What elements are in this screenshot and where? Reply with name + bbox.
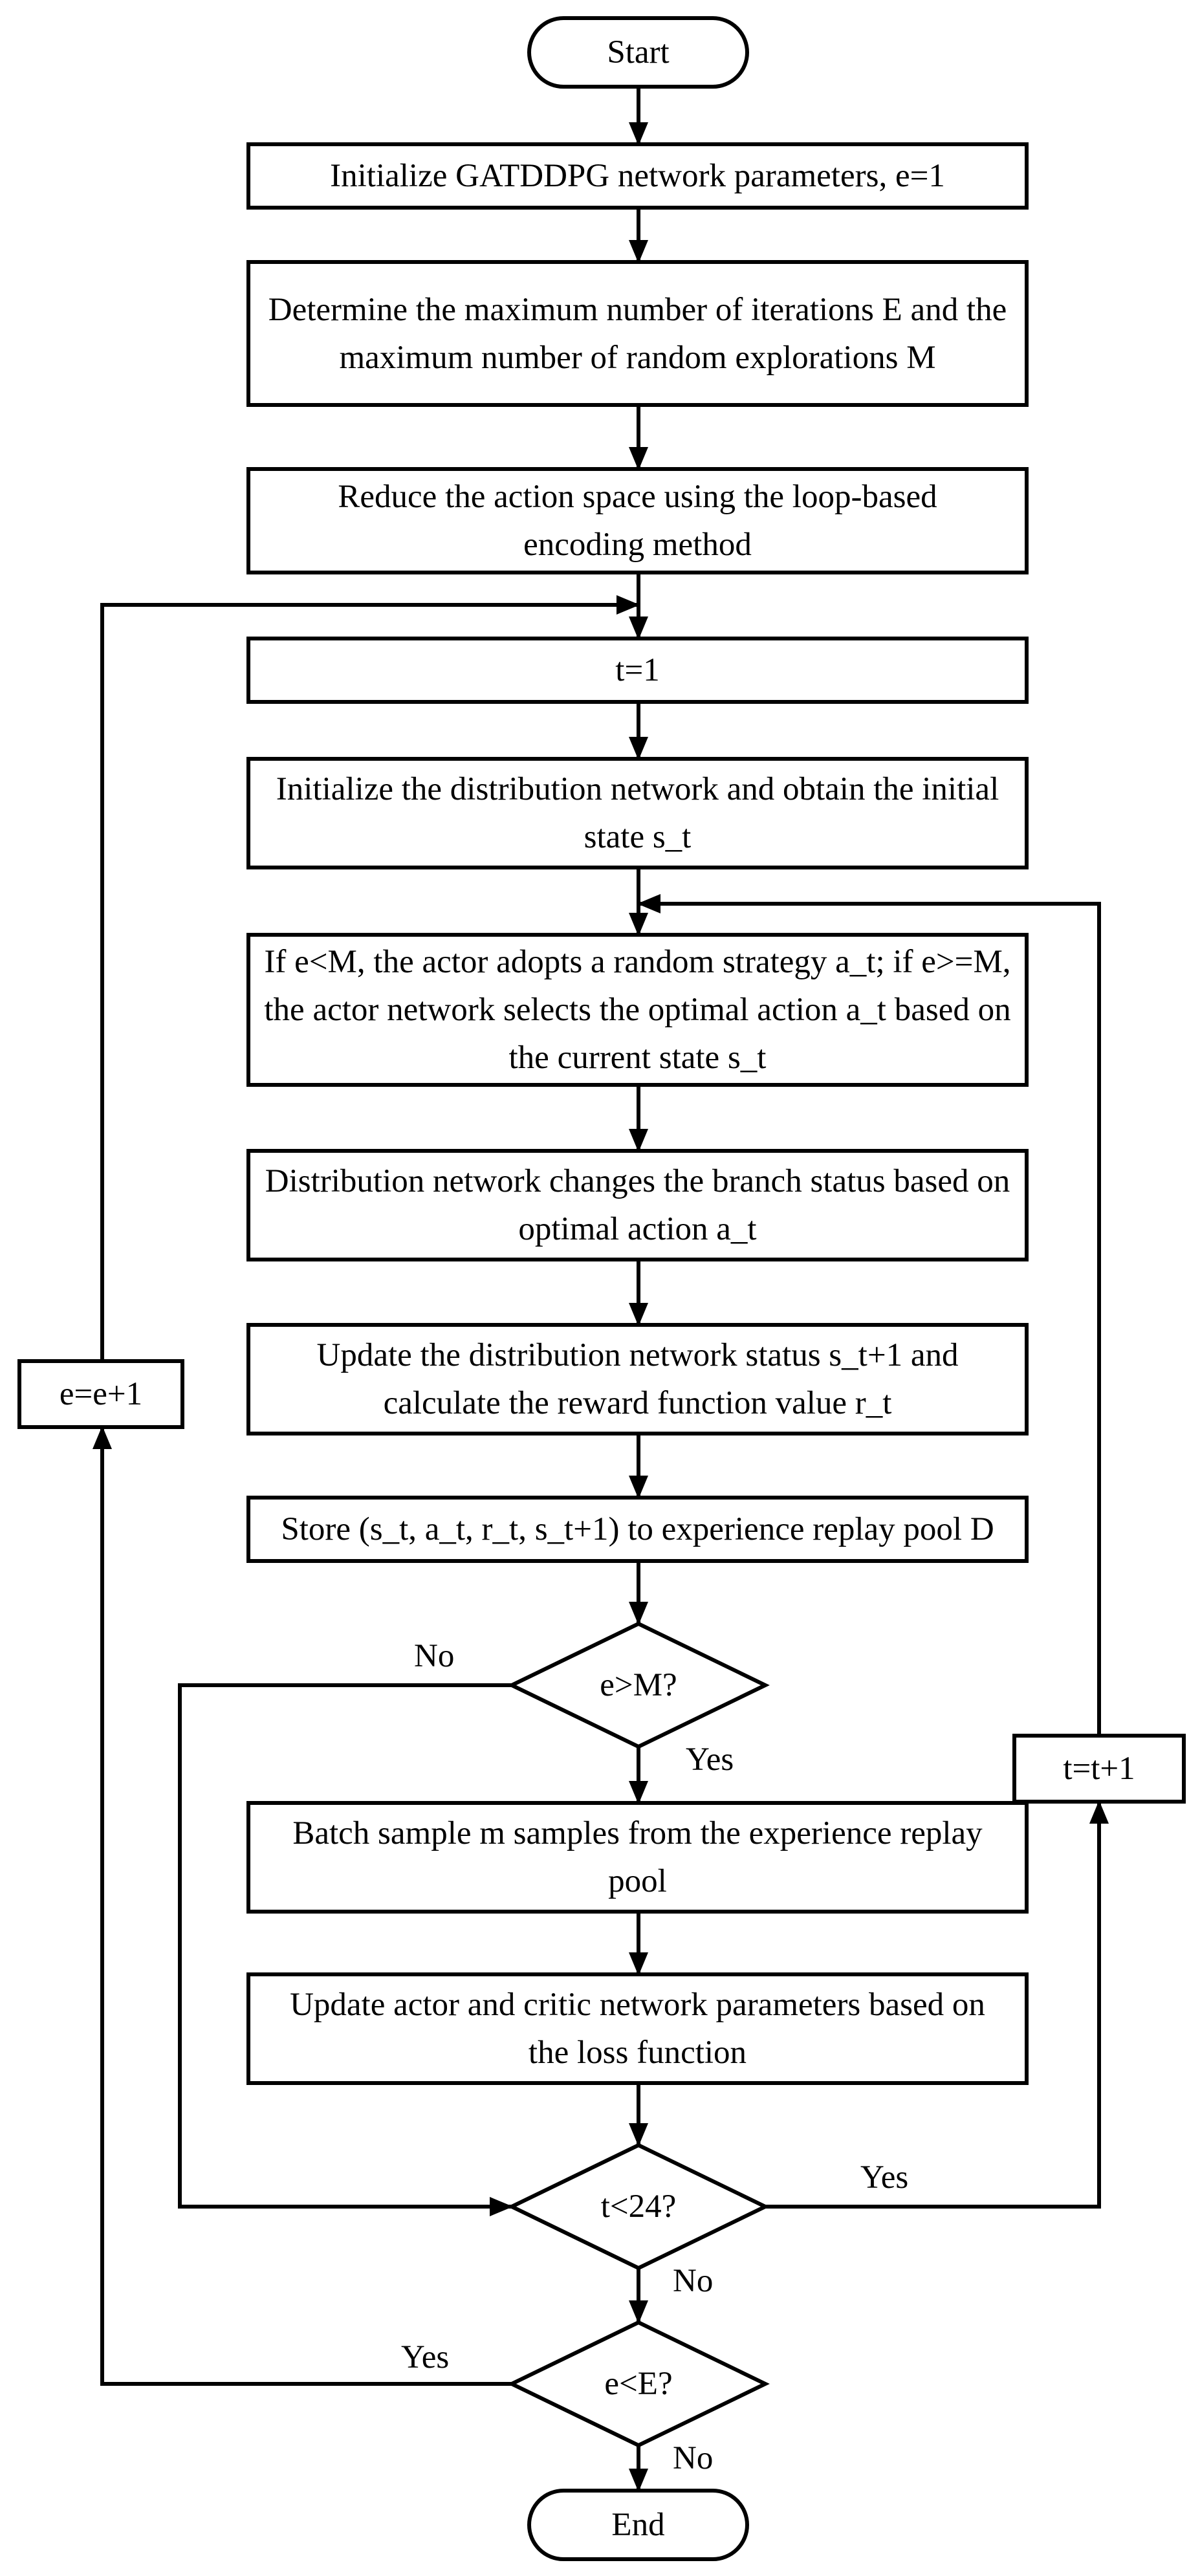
- t-init-label: t=1: [248, 639, 1027, 702]
- t-lt-24-text: t<24?: [600, 2189, 677, 2225]
- edge-label-t-lt-24-no: No: [673, 2263, 714, 2299]
- batch-sample-box: [246, 1801, 1029, 1914]
- update-actor-critic-text: Update actor and critic network paramete…: [290, 1987, 985, 2071]
- end-label: End: [529, 2491, 747, 2559]
- reduce-action-label: Reduce the action space using the loop-b…: [248, 469, 1027, 573]
- update-status-label: Update the distribution network status s…: [248, 1325, 1027, 1434]
- edge-label-e-lt-e-yes: Yes: [401, 2339, 450, 2375]
- end-text: End: [611, 2507, 665, 2543]
- edge-label-e-lt-e-no: No: [673, 2440, 714, 2476]
- update-status-box: [246, 1323, 1029, 1435]
- start-text: Start: [607, 34, 670, 71]
- edge-label-t-lt-24-yes: Yes: [860, 2159, 909, 2196]
- reduce-action-text: Reduce the action space using the loop-b…: [338, 479, 937, 563]
- t-lt-24-label: t<24?: [512, 2145, 765, 2268]
- arrow-t-lt-24-yes-to-t-inc: [765, 1800, 1109, 2209]
- e-gt-m-label: e>M?: [512, 1624, 765, 1747]
- init-network-text: Initialize the distribution network and …: [276, 771, 999, 855]
- update-status-text: Update the distribution network status s…: [316, 1337, 959, 1421]
- select-action-label: If e<M, the actor adopts a random strate…: [248, 935, 1027, 1085]
- update-actor-critic-box: [246, 1972, 1029, 2085]
- t-inc-label: t=t+1: [1014, 1736, 1184, 1802]
- init-params-label: Initialize GATDDPG network parameters, e…: [248, 144, 1027, 208]
- e-inc-label: e=e+1: [19, 1361, 182, 1427]
- determine-max-text: Determine the maximum number of iteratio…: [268, 291, 1007, 376]
- init-params-text: Initialize GATDDPG network parameters, e…: [330, 158, 945, 194]
- change-branch-text: Distribution network changes the branch …: [265, 1163, 1010, 1247]
- edge-label-e-gt-m-yes: Yes: [686, 1741, 734, 1778]
- e-lt-e-label: e<E?: [512, 2322, 765, 2445]
- init-network-label: Initialize the distribution network and …: [248, 759, 1027, 868]
- reduce-action-box: [246, 467, 1029, 574]
- arrow-e-inc-to-t-init: [100, 595, 640, 1361]
- store-text: Store (s_t, a_t, r_t, s_t+1) to experien…: [281, 1511, 994, 1547]
- store-label: Store (s_t, a_t, r_t, s_t+1) to experien…: [248, 1498, 1027, 1561]
- edge-label-e-gt-m-no: No: [414, 1638, 455, 1674]
- arrow-e-lt-e-yes-to-e-inc: [93, 1426, 512, 2386]
- e-gt-m-text: e>M?: [600, 1667, 677, 1703]
- e-inc-text: e=e+1: [59, 1376, 143, 1412]
- t-init-text: t=1: [615, 652, 660, 688]
- select-action-text: If e<M, the actor adopts a random strate…: [264, 944, 1011, 1076]
- start-label: Start: [529, 18, 747, 87]
- batch-sample-text: Batch sample m samples from the experien…: [292, 1815, 983, 1899]
- determine-max-label: Determine the maximum number of iteratio…: [248, 262, 1027, 405]
- arrow-t-inc-to-select: [637, 894, 1101, 1736]
- arrow-e-gt-m-no-bypass: [178, 1683, 513, 2216]
- change-branch-label: Distribution network changes the branch …: [248, 1151, 1027, 1260]
- batch-sample-label: Batch sample m samples from the experien…: [248, 1803, 1027, 1912]
- init-params-box: [246, 142, 1029, 210]
- change-branch-box: [246, 1149, 1029, 1261]
- update-actor-critic-label: Update actor and critic network paramete…: [248, 1974, 1027, 2083]
- store-box: [246, 1496, 1029, 1563]
- e-lt-e-text: e<E?: [604, 2366, 673, 2402]
- t-inc-text: t=t+1: [1063, 1751, 1135, 1787]
